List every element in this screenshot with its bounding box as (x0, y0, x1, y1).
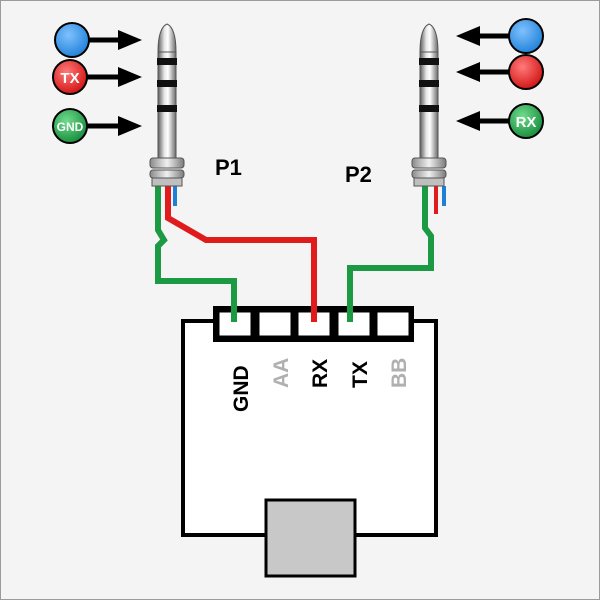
p1-signal-indicators: TX GND (52, 22, 142, 144)
wire-red-tx-to-rx (165, 186, 317, 322)
p1-gnd-label: GND (57, 120, 84, 134)
pin-label-gnd: GND (230, 365, 253, 412)
p2-signal-indicators: RX (456, 18, 544, 139)
plug-label-p1: P1 (215, 155, 242, 180)
plug-label-p2: P2 (345, 162, 372, 187)
arrow-left-icon (456, 26, 480, 46)
pin-header (213, 306, 414, 342)
p2-rx-label: RX (516, 114, 537, 131)
pin-aa (258, 311, 292, 337)
arrow-right-icon (118, 30, 142, 50)
pin-bb (376, 311, 410, 337)
pin-label-bb: BB (388, 358, 411, 388)
p2-red-dot (508, 54, 544, 90)
audio-plug-p1 (149, 23, 185, 187)
pin-label-tx: TX (349, 361, 372, 388)
pin-label-aa: AA (270, 358, 293, 388)
pin-rx (297, 311, 331, 337)
arrow-right-icon (118, 116, 142, 136)
arrow-left-icon (456, 62, 480, 82)
arrow-left-icon (456, 111, 480, 131)
pin-tx (337, 311, 371, 337)
pin-labels: GND AA RX TX BB (230, 358, 411, 412)
wires (155, 186, 434, 322)
wire-green-p2-rx (347, 186, 434, 322)
arrow-right-icon (118, 67, 142, 87)
p2-blue-dot (508, 18, 544, 54)
p1-tx-label: TX (60, 70, 79, 87)
audio-plug-p2 (411, 23, 447, 187)
plug-wire-stubs (173, 186, 446, 214)
pin-label-rx: RX (309, 359, 332, 388)
p1-blue-dot (54, 22, 90, 58)
wire-green-p1-gnd (155, 186, 237, 322)
usb-connector (264, 498, 357, 578)
pin-gnd (218, 311, 252, 337)
